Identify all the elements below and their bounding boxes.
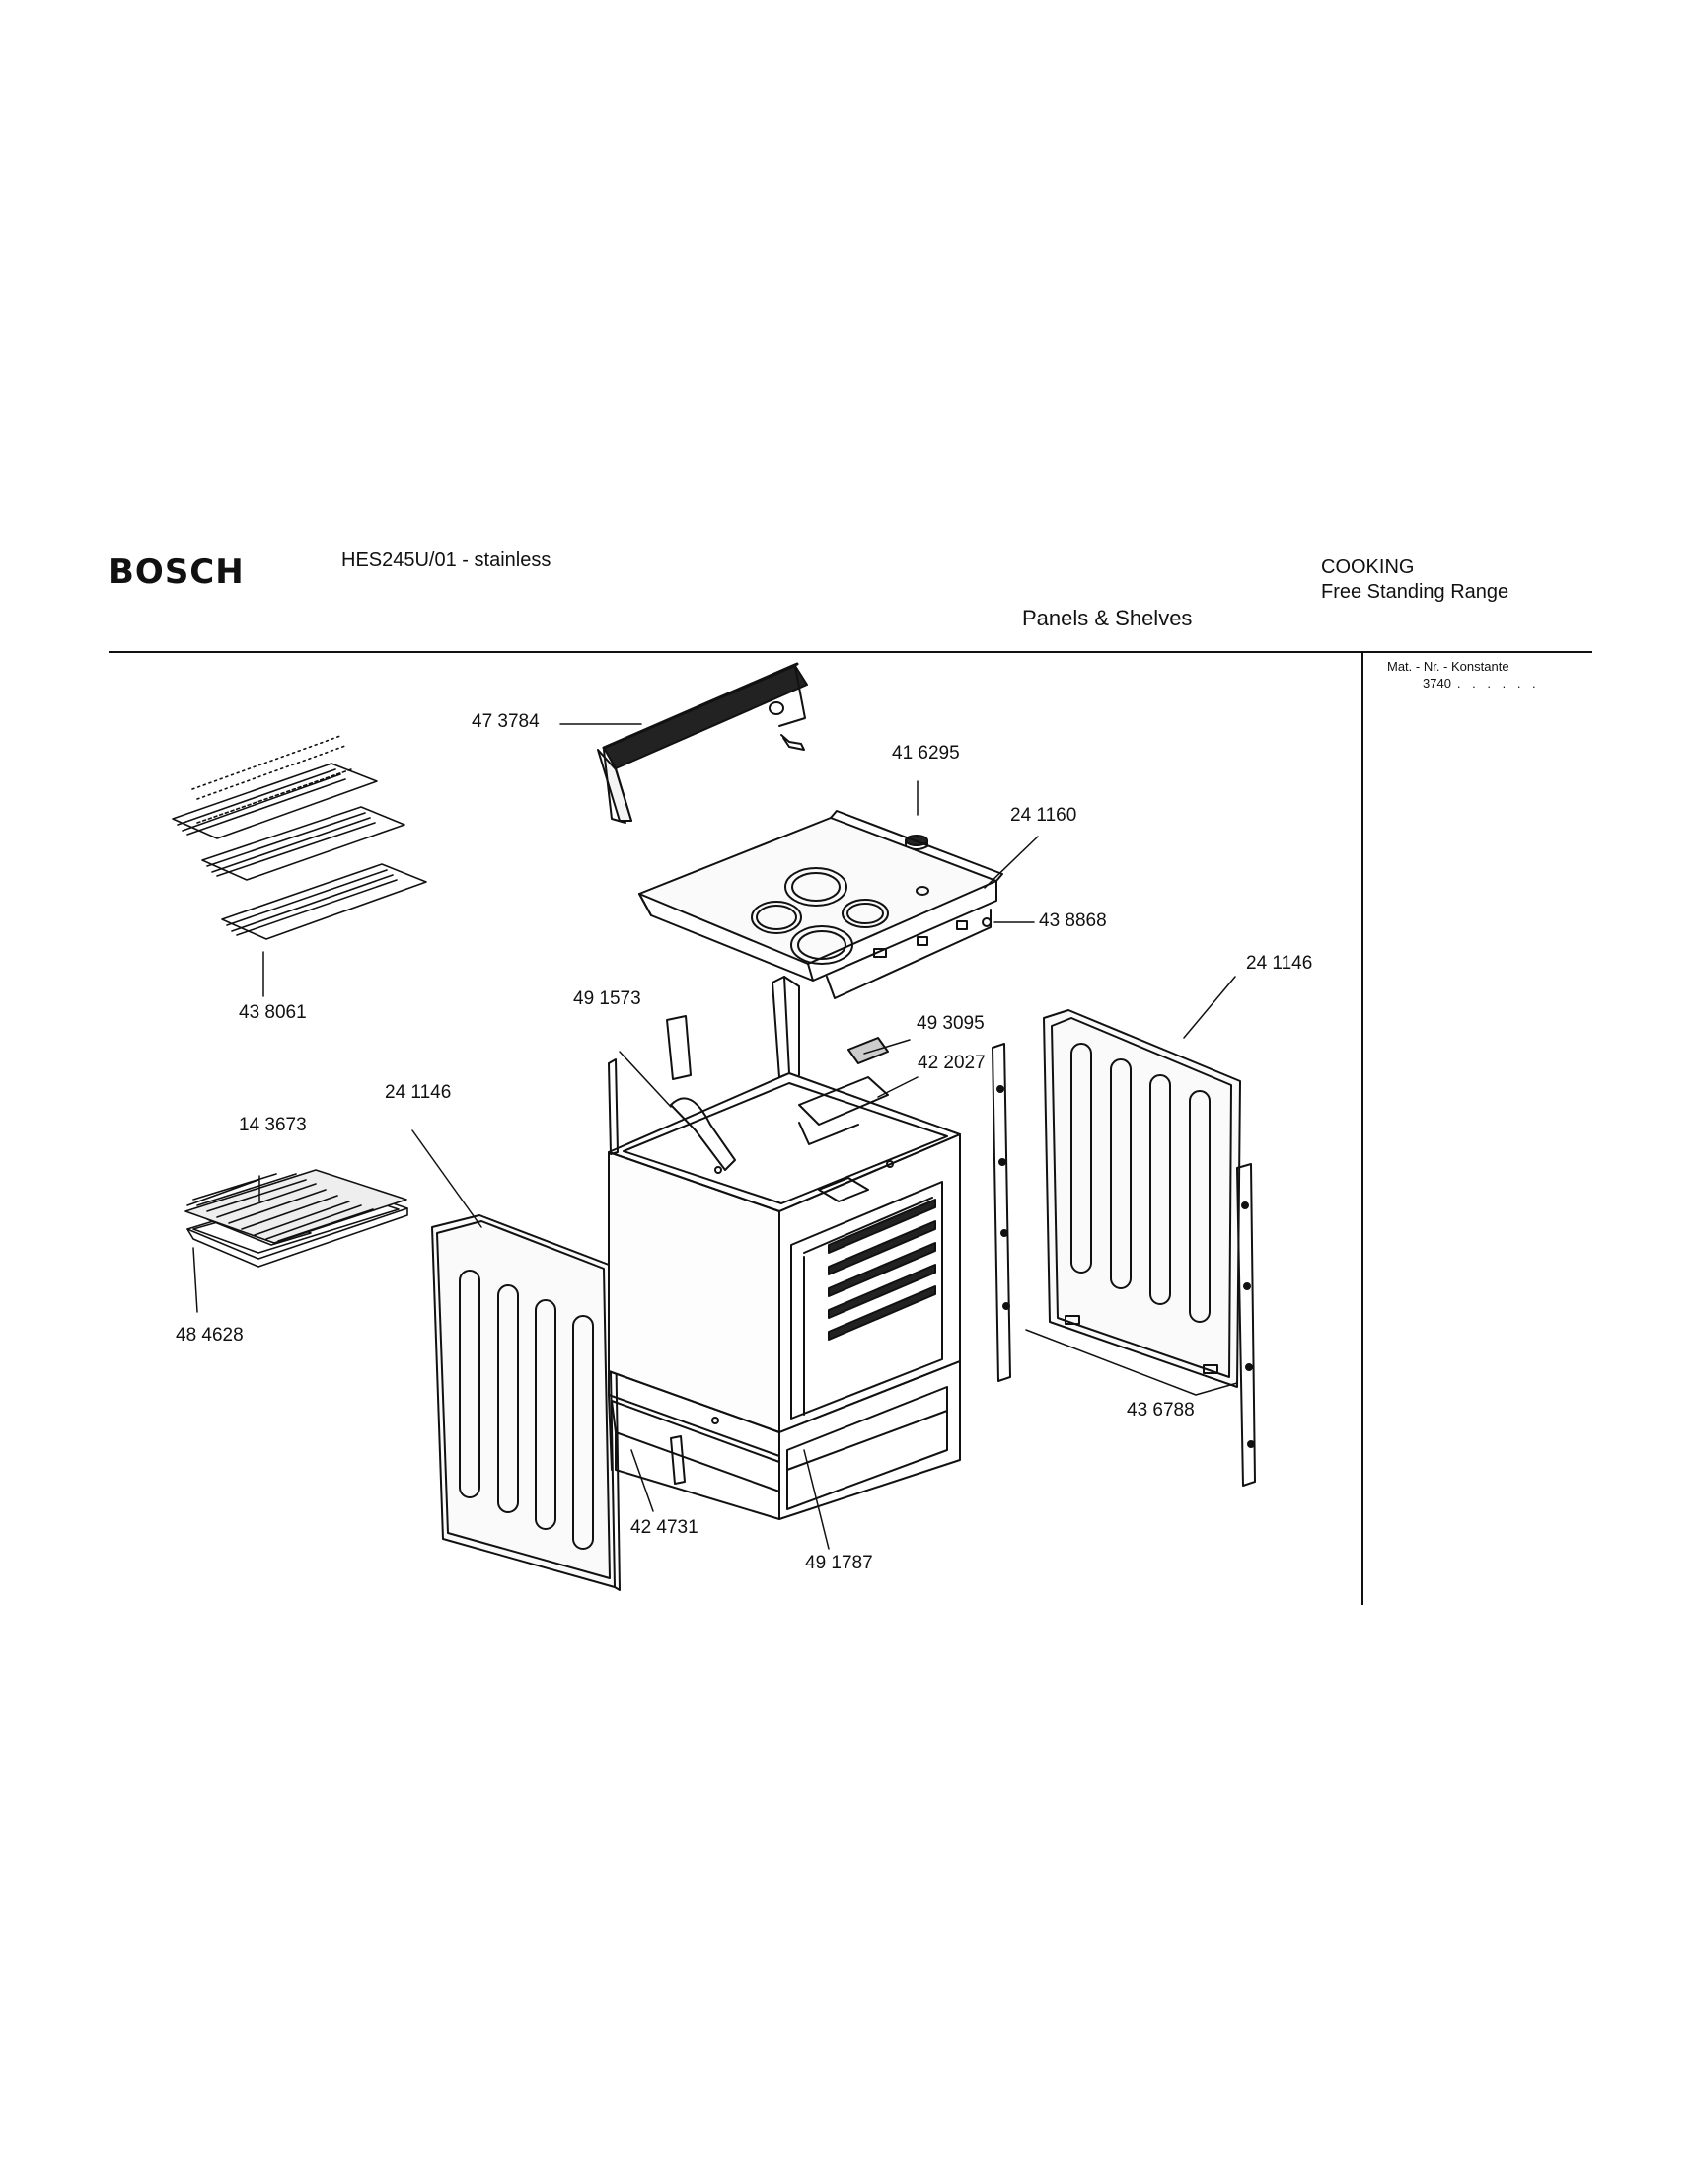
header-divider [109,651,1592,653]
callout-backguard: 47 3784 [472,711,540,732]
left-side-panel [431,1214,621,1591]
callout-trim-strips: 43 6788 [1127,1400,1195,1420]
callout-drawer: 49 1787 [805,1553,873,1573]
callout-right-panel: 24 1146 [1246,953,1313,974]
right-side-panel [1043,1009,1241,1388]
callout-broiler-pan: 48 4628 [176,1325,244,1346]
brand-logo: BOSCH [109,552,245,592]
callout-knob: 41 6295 [892,743,960,764]
callout-broiler-grid: 14 3673 [239,1115,307,1135]
cooktop [638,810,1003,999]
section-title: Panels & Shelves [1022,606,1193,630]
callout-cooktop-trim: 43 8868 [1039,910,1107,931]
product-category: COOKING Free Standing Range [1321,555,1508,605]
callout-cover: 42 2027 [918,1053,986,1073]
callout-bracket: 49 3095 [917,1013,985,1034]
sidebar-heading-label: Mat. - Nr. - Konstante [1387,659,1509,674]
category-line-1: COOKING [1321,556,1415,578]
broiler-pan [184,1169,408,1268]
leader-lines [192,723,1238,1550]
range-body [608,976,961,1520]
callout-oven-racks: 43 8061 [239,1002,307,1023]
callout-cooktop: 24 1160 [1010,805,1077,826]
backguard-panel [597,662,808,824]
oven-racks [172,735,427,940]
callout-duct: 49 1573 [573,988,641,1009]
callout-left-panel: 24 1146 [385,1082,452,1103]
callout-base-trim: 42 4731 [630,1517,698,1538]
sidebar-divider [1361,653,1363,1605]
sidebar-code: 3740. . . . . . [1423,676,1540,691]
model-number: HES245U/01 - stainless [341,549,551,571]
trim-strips [992,1043,1256,1487]
sidebar-heading: Mat. - Nr. - Konstante 3740. . . . . . [1387,658,1540,692]
category-line-2: Free Standing Range [1321,581,1509,603]
